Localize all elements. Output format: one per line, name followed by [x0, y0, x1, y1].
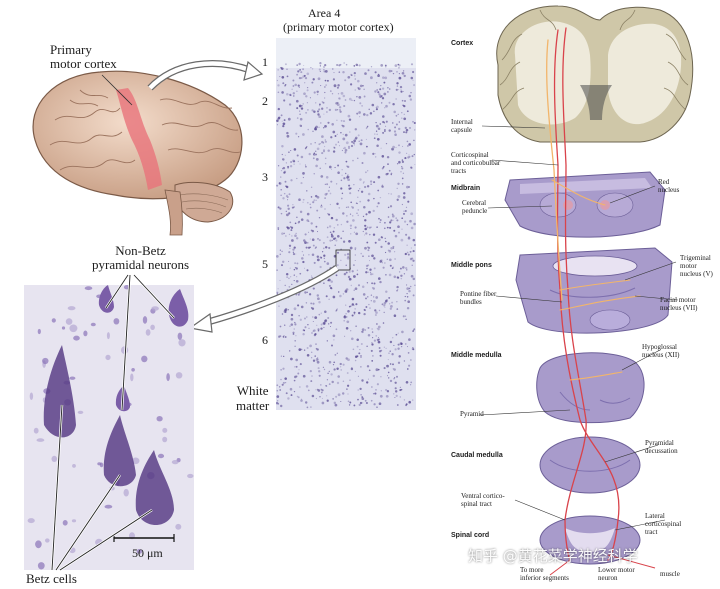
betz-cells-label: Betz cells: [26, 571, 77, 586]
white-matter-label: White matter: [236, 383, 270, 413]
label-pontine-fiber: Pontine fiber bundles: [460, 290, 497, 306]
medulla-section: [536, 352, 645, 424]
layer-label-6: 6: [262, 333, 268, 347]
label-red-nucleus: Red nucleus: [658, 178, 680, 194]
right-pointer-lines: [479, 125, 679, 531]
cerebellum-shape: [174, 181, 234, 223]
label-muscle: muscle: [660, 570, 680, 578]
layer-label-3: 3: [262, 170, 268, 184]
caudal-medulla-section: [539, 436, 641, 494]
arrowhead-area4: [243, 60, 264, 81]
micrograph: [24, 285, 194, 570]
scale-bar-label: 50 μm: [132, 546, 163, 560]
pointer-lines: [50, 274, 175, 572]
label-internal-capsule: Internal capsule: [451, 118, 473, 134]
cortex-section: [496, 5, 694, 143]
section-caudal-medulla: Caudal medulla: [451, 452, 503, 459]
column-background: [276, 38, 416, 410]
label-trigeminal: Trigeminal motor nucleus (V): [680, 254, 713, 278]
layer-label-1: 1: [262, 55, 268, 69]
section-middle-pons: Middle pons: [451, 262, 492, 269]
nissl-stain-dots: [276, 62, 416, 409]
label-ventral-tract: Ventral cortico- spinal tract: [461, 492, 505, 508]
label-lateral-tract: Lateral corticospinal tract: [645, 512, 682, 536]
midbrain-section: [504, 171, 666, 238]
brainstem-shape: [164, 189, 183, 236]
label-pyramidal-decussation: Pyramidal decussation: [645, 439, 678, 455]
area4-subtitle: (primary motor cortex): [283, 20, 394, 34]
non-betz-cell-1: [98, 285, 114, 313]
label-to-more-inferior: To more inferior segments: [520, 566, 569, 582]
pons-section: [515, 247, 673, 334]
arrow-to-micrograph: [188, 265, 339, 333]
corticospinal-diagram: [479, 5, 694, 576]
layer-label-5: 5: [262, 257, 268, 271]
layer-label-2: 2: [262, 94, 268, 108]
label-cerebral-peduncle: Cerebral peduncle: [462, 199, 488, 215]
non-betz-label: Non-Betz pyramidal neurons: [92, 243, 190, 272]
label-facial-motor: Facial motor nucleus (VII): [660, 296, 698, 312]
brain-label-pointer: [101, 74, 133, 106]
primary-motor-cortex-label: Primary motor cortex: [50, 42, 117, 71]
label-corticospinal-tracts: Corticospinal and corticobulbar tracts: [451, 151, 501, 175]
betz-cell-3: [135, 450, 174, 525]
watermark: 知乎 @黄花菜学神经科学: [468, 547, 638, 565]
section-spinal-cord: Spinal cord: [451, 532, 490, 539]
cerebellum-folia: [179, 193, 229, 214]
magnified-region-box: [335, 249, 351, 271]
section-middle-medulla: Middle medulla: [451, 352, 502, 359]
label-lower-motor-neuron: Lower motor neuron: [598, 566, 635, 582]
area4-title: Area 4: [308, 6, 341, 20]
label-pyramid: Pyramid: [460, 410, 484, 418]
brain-illustration: [32, 60, 264, 236]
label-hypoglossal: Hypoglossal nucleus (XII): [642, 343, 680, 359]
betz-cell-2: [103, 415, 136, 487]
section-midbrain: Midbrain: [451, 185, 481, 192]
area4-column: [276, 38, 416, 410]
gyri-lines: [49, 89, 241, 171]
section-cortex: Cortex: [451, 40, 474, 47]
betz-cell-1: [43, 345, 76, 438]
motor-strip-highlight: [116, 88, 162, 190]
